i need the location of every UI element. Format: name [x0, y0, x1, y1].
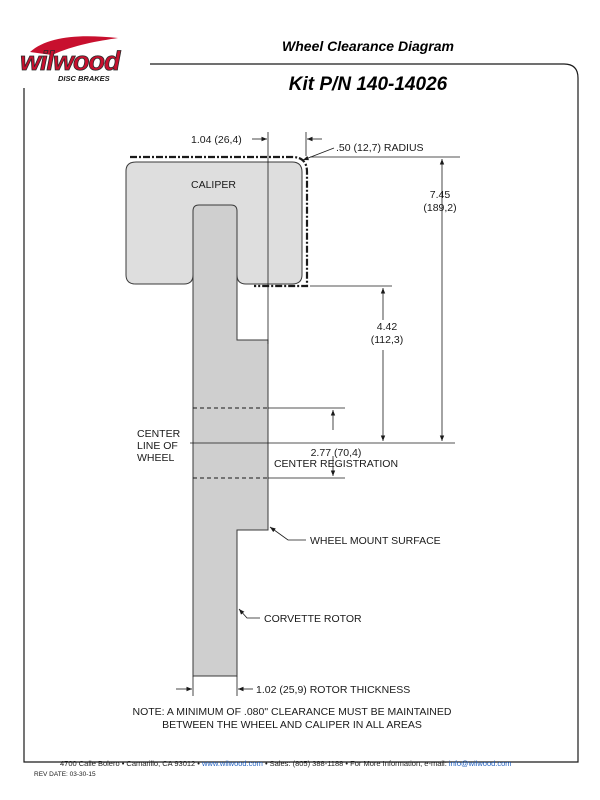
center-reg-label: CENTER REGISTRATION — [274, 458, 398, 470]
caliper-label: CALIPER — [191, 179, 236, 191]
logo-swoosh — [30, 36, 118, 55]
radius-callout: .50 (12,7) RADIUS — [336, 142, 424, 154]
footer-address: 4700 Calle Bolero • Camarillo, CA 93012 … — [60, 759, 202, 768]
footer-email-link[interactable]: info@wilwood.com — [449, 759, 512, 768]
clearance-envelope — [130, 155, 309, 288]
caliper-body — [125, 161, 303, 285]
dim-overall-metric: (189,2) — [423, 202, 456, 214]
dim-overall-value: 7.45 — [430, 189, 451, 201]
radius-leader — [302, 147, 335, 161]
page-border — [23, 63, 579, 763]
logo-wordmark: wilwood — [20, 46, 121, 76]
rotor-leader — [238, 608, 260, 619]
footer-line: 4700 Calle Bolero • Camarillo, CA 93012 … — [60, 759, 512, 768]
note-line-2: BETWEEN THE WHEEL AND CALIPER IN ALL ARE… — [162, 719, 422, 731]
kit-part-number: Kit P/N 140-14026 — [289, 74, 448, 95]
center-line-label-3: WHEEL — [137, 452, 175, 464]
note-line-1: NOTE: A MINIMUM OF .080" CLEARANCE MUST … — [133, 706, 452, 718]
center-line-label-1: CENTER — [137, 428, 181, 440]
diagram-title: Wheel Clearance Diagram — [282, 38, 454, 54]
center-reg-value: 2.77 (70,4) — [311, 447, 362, 459]
rotor-thickness-label: 1.02 (25,9) ROTOR THICKNESS — [256, 684, 410, 696]
dim-mount-metric: (112,3) — [371, 334, 404, 346]
wilwood-logo: wilwood DISC BRAKES — [20, 36, 122, 83]
dim-top-width: 1.04 (26,4) — [191, 134, 242, 146]
center-line-label-2: LINE OF — [137, 440, 178, 452]
footer-website-link[interactable]: www.wilwood.com — [201, 759, 263, 768]
dim-mount-value: 4.42 — [377, 321, 398, 333]
logo-tagline: DISC BRAKES — [58, 74, 110, 83]
wheel-mount-label: WHEEL MOUNT SURFACE — [310, 535, 441, 547]
wheel-mount-leader — [269, 526, 306, 541]
footer-sales: • Sales: (805) 388-1188 • For More Infor… — [265, 759, 449, 768]
rev-date: REV DATE: 03-30-15 — [34, 771, 96, 778]
rotor-label: CORVETTE ROTOR — [264, 613, 362, 625]
